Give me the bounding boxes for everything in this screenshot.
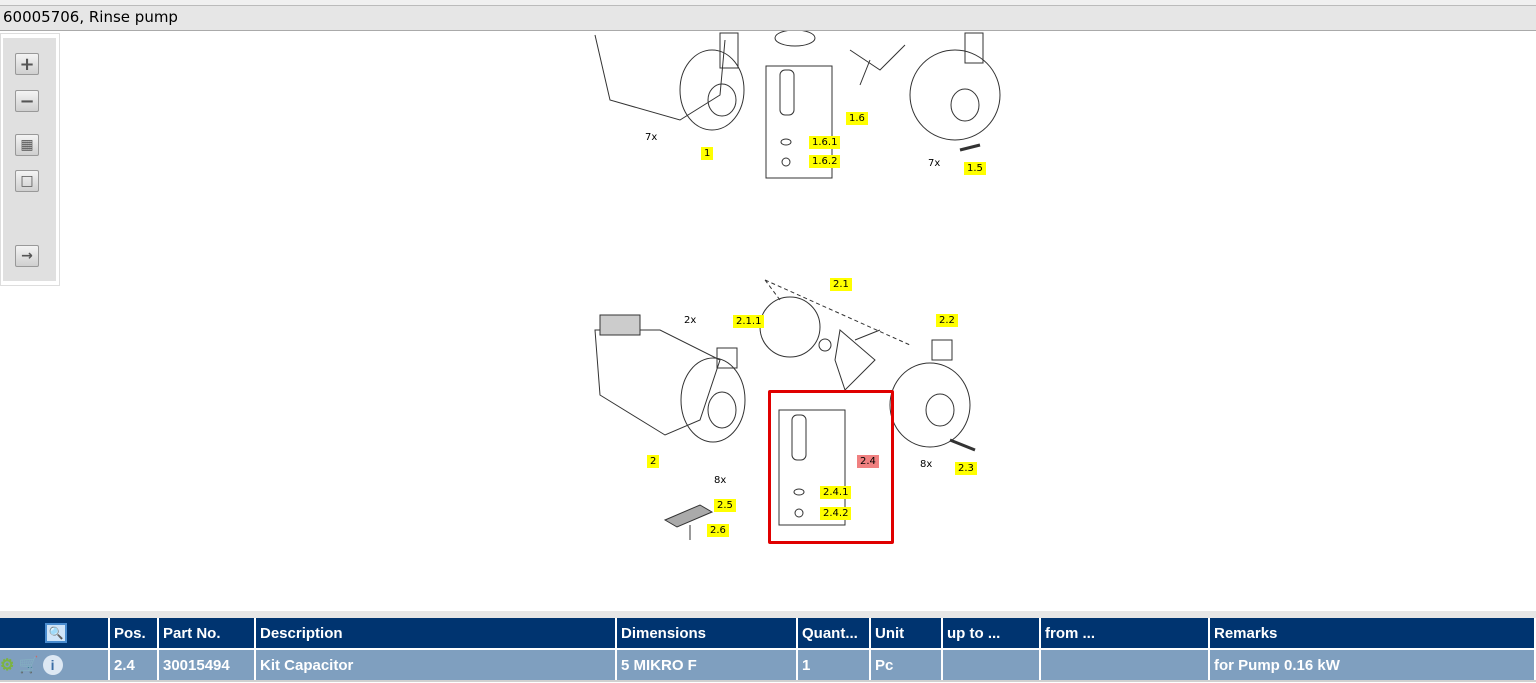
- capacitor-1: [779, 69, 795, 167]
- position-label[interactable]: 1.5: [964, 162, 986, 175]
- column-from[interactable]: from ...: [1040, 618, 1210, 649]
- column-dimensions[interactable]: Dimensions: [616, 618, 798, 649]
- selected-highlight: [768, 390, 894, 544]
- position-label[interactable]: 2.4.1: [820, 486, 852, 499]
- position-label[interactable]: 2: [647, 455, 660, 468]
- column-unit[interactable]: Unit: [870, 618, 943, 649]
- position-label[interactable]: 1.6: [846, 112, 868, 125]
- exploded-drawing: [594, 31, 1001, 540]
- cell-remarks: for Pump 0.16 kW: [1209, 648, 1536, 682]
- impeller-1: [774, 31, 906, 86]
- column-part-no[interactable]: Part No.: [158, 618, 256, 649]
- screw: [949, 438, 976, 452]
- cell-up-to: [942, 648, 1041, 682]
- guide-line: [764, 279, 911, 346]
- quantity-note: 8x: [714, 475, 727, 486]
- info-icon[interactable]: i: [42, 655, 63, 675]
- gear-icon[interactable]: ⚙: [0, 657, 15, 674]
- pump-head-1: [909, 32, 1001, 141]
- minus-icon: −: [19, 90, 35, 112]
- quantity-note: 8x: [920, 459, 933, 470]
- kit-box-1: [765, 65, 833, 179]
- cell-unit: Pc: [870, 648, 943, 682]
- position-label[interactable]: 1: [701, 147, 714, 160]
- plus-icon: +: [19, 53, 35, 75]
- position-label[interactable]: 1.6.2: [809, 155, 841, 168]
- cart-icon[interactable]: 🛒: [18, 657, 39, 674]
- cell-description: Kit Capacitor: [255, 648, 617, 682]
- fit-all-button[interactable]: ▦: [15, 134, 39, 156]
- position-label[interactable]: 2.6: [707, 524, 729, 537]
- quantity-note: 7x: [645, 132, 658, 143]
- grid-icon: ▦: [20, 137, 34, 153]
- column-quantity[interactable]: Quant...: [797, 618, 871, 649]
- cell-part-no: 30015494: [158, 648, 256, 682]
- column-remarks[interactable]: Remarks: [1209, 618, 1536, 649]
- quantity-note: 7x: [928, 158, 941, 169]
- motor-1: [594, 32, 745, 131]
- row-actions: ⚙ 🛒 i: [0, 648, 110, 682]
- column-search[interactable]: 🔍: [0, 618, 110, 649]
- o-ring: [759, 296, 821, 358]
- cell-quantity: 1: [797, 648, 871, 682]
- table-row[interactable]: ⚙ 🛒 i 2.4 30015494 Kit Capacitor 5 MIKRO…: [0, 648, 1536, 682]
- cell-dimensions: 5 MIKRO F: [616, 648, 798, 682]
- position-label[interactable]: 2.4: [857, 455, 879, 468]
- zoom-in-button[interactable]: +: [15, 53, 39, 75]
- viewer-toolbar: + − ▦ □ →: [0, 33, 60, 286]
- table-header: 🔍 Pos. Part No. Description Dimensions Q…: [0, 618, 1536, 649]
- column-up-to[interactable]: up to ...: [942, 618, 1041, 649]
- cell-from: [1040, 648, 1210, 682]
- page-title: 60005706, Rinse pump: [0, 6, 1536, 31]
- column-description[interactable]: Description: [255, 618, 617, 649]
- quantity-note: 2x: [684, 315, 697, 326]
- cell-pos: 2.4: [109, 648, 159, 682]
- pump-head-2: [889, 339, 971, 448]
- top-strip: [0, 0, 1536, 6]
- kit-box-2: [778, 409, 846, 526]
- position-label[interactable]: 1.6.1: [809, 136, 841, 149]
- position-label[interactable]: 2.5: [714, 499, 736, 512]
- actual-size-button[interactable]: □: [15, 170, 39, 192]
- position-label[interactable]: 2.1.1: [733, 315, 765, 328]
- position-label[interactable]: 2.1: [830, 278, 852, 291]
- nut: [818, 338, 832, 352]
- impeller-2: [834, 329, 881, 391]
- square-icon: □: [20, 173, 34, 189]
- splitter[interactable]: [0, 611, 1536, 618]
- search-icon: 🔍: [45, 623, 67, 643]
- position-label[interactable]: 2.3: [955, 462, 977, 475]
- parts-table: 🔍 Pos. Part No. Description Dimensions Q…: [0, 618, 1536, 682]
- terminal-block: [663, 504, 714, 540]
- capacitor-2: [791, 414, 807, 518]
- position-label[interactable]: 2.2: [936, 314, 958, 327]
- column-pos[interactable]: Pos.: [109, 618, 159, 649]
- position-label[interactable]: 2.4.2: [820, 507, 852, 520]
- export-button[interactable]: →: [15, 245, 39, 267]
- screw-1: [959, 143, 981, 152]
- zoom-out-button[interactable]: −: [15, 90, 39, 112]
- motor-2: [594, 314, 746, 443]
- arrow-right-icon: →: [21, 248, 33, 264]
